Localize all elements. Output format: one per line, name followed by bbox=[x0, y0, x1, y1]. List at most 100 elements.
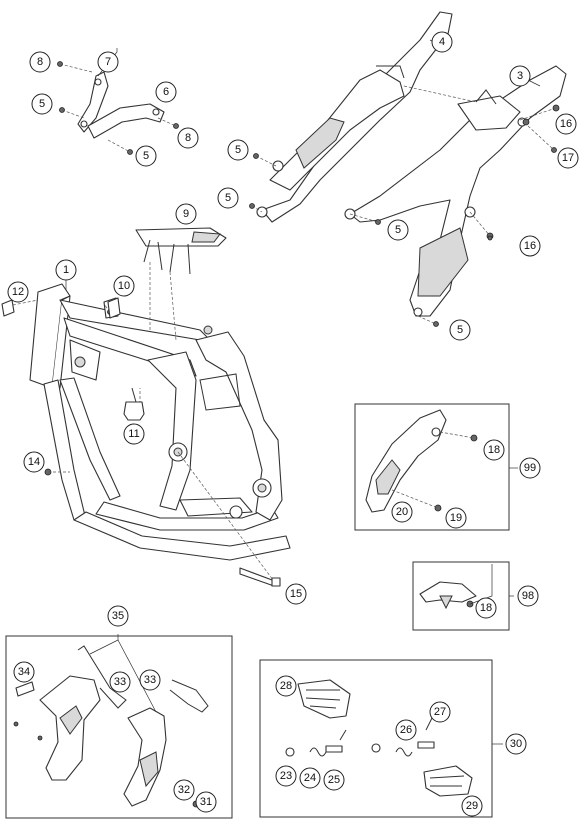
svg-text:12: 12 bbox=[12, 286, 24, 298]
callout-24: 24 bbox=[299, 767, 321, 789]
svg-text:18: 18 bbox=[488, 444, 500, 456]
callout-33a: 33 bbox=[109, 671, 131, 693]
svg-text:18: 18 bbox=[480, 602, 492, 614]
callout-6: 6 bbox=[155, 81, 177, 103]
svg-text:32: 32 bbox=[178, 784, 190, 796]
callout-17: 17 bbox=[557, 147, 579, 169]
callout-25: 25 bbox=[323, 769, 345, 791]
svg-text:5: 5 bbox=[143, 150, 149, 162]
callout-5f: 5 bbox=[449, 319, 471, 341]
svg-text:11: 11 bbox=[128, 428, 139, 440]
svg-text:8: 8 bbox=[37, 56, 43, 68]
svg-text:8: 8 bbox=[185, 132, 191, 144]
plate-9 bbox=[135, 227, 227, 275]
svg-text:10: 10 bbox=[118, 280, 130, 292]
svg-text:19: 19 bbox=[450, 512, 462, 524]
callout-19: 19 bbox=[445, 507, 467, 529]
svg-text:4: 4 bbox=[439, 36, 445, 48]
svg-text:33: 33 bbox=[144, 674, 156, 686]
footrest-28 bbox=[297, 679, 351, 719]
callout-16a: 16 bbox=[555, 113, 577, 135]
svg-text:31: 31 bbox=[200, 796, 212, 808]
callout-7: 7 bbox=[97, 51, 119, 73]
callout-11: 11 bbox=[123, 423, 145, 445]
svg-text:33: 33 bbox=[114, 676, 126, 688]
callout-99: 99 bbox=[519, 457, 541, 479]
svg-text:30: 30 bbox=[510, 738, 522, 750]
svg-text:5: 5 bbox=[457, 324, 463, 336]
callout-5a: 5 bbox=[31, 93, 53, 115]
callout-5b: 5 bbox=[135, 145, 157, 167]
callout-16b: 16 bbox=[519, 235, 541, 257]
svg-text:5: 5 bbox=[39, 98, 45, 110]
svg-text:5: 5 bbox=[225, 192, 231, 204]
callout-18b: 18 bbox=[475, 597, 497, 619]
callout-28: 28 bbox=[275, 675, 297, 697]
svg-text:5: 5 bbox=[395, 224, 401, 236]
subframe-right bbox=[344, 65, 567, 317]
callout-31: 31 bbox=[195, 791, 217, 813]
callout-29: 29 bbox=[461, 795, 483, 817]
svg-text:16: 16 bbox=[524, 240, 536, 252]
svg-text:14: 14 bbox=[28, 456, 40, 468]
svg-text:7: 7 bbox=[105, 56, 111, 68]
svg-text:35: 35 bbox=[112, 610, 124, 622]
svg-text:20: 20 bbox=[396, 506, 408, 518]
svg-text:26: 26 bbox=[400, 724, 412, 736]
kit-box-35 bbox=[5, 635, 233, 819]
svg-text:27: 27 bbox=[434, 706, 446, 718]
callout-8b: 8 bbox=[177, 127, 199, 149]
svg-text:23: 23 bbox=[280, 770, 292, 782]
svg-text:29: 29 bbox=[466, 800, 478, 812]
callout-4: 4 bbox=[431, 31, 453, 53]
callout-12: 12 bbox=[7, 281, 29, 303]
callout-1: 1 bbox=[55, 259, 77, 281]
callout-3: 3 bbox=[509, 65, 531, 87]
callout-5c: 5 bbox=[227, 139, 249, 161]
callout-15: 15 bbox=[285, 583, 307, 605]
callout-14: 14 bbox=[23, 451, 45, 473]
svg-text:25: 25 bbox=[328, 774, 340, 786]
svg-text:1: 1 bbox=[63, 264, 69, 276]
callout-18a: 18 bbox=[483, 439, 505, 461]
svg-text:5: 5 bbox=[235, 144, 241, 156]
svg-text:99: 99 bbox=[524, 462, 536, 474]
callout-34: 34 bbox=[13, 661, 35, 683]
footrest-29 bbox=[423, 765, 473, 797]
side-stand-bracket bbox=[365, 409, 478, 513]
svg-text:17: 17 bbox=[562, 152, 574, 164]
clip-12 bbox=[1, 299, 15, 317]
svg-text:3: 3 bbox=[517, 70, 523, 82]
callout-23: 23 bbox=[275, 765, 297, 787]
svg-text:16: 16 bbox=[560, 118, 572, 130]
kit-box-99 bbox=[354, 403, 510, 531]
svg-text:28: 28 bbox=[280, 680, 292, 692]
svg-text:15: 15 bbox=[290, 588, 302, 600]
svg-text:34: 34 bbox=[18, 666, 30, 678]
callout-8a: 8 bbox=[29, 51, 51, 73]
cables-33 bbox=[77, 645, 209, 713]
callout-5e: 5 bbox=[387, 219, 409, 241]
callout-27: 27 bbox=[429, 701, 451, 723]
svg-text:6: 6 bbox=[163, 86, 169, 98]
frame-protector-left bbox=[15, 675, 101, 781]
bumper-98 bbox=[419, 581, 477, 610]
main-frame bbox=[29, 283, 291, 561]
callout-5d: 5 bbox=[217, 187, 239, 209]
mount-bracket-6 bbox=[87, 103, 165, 139]
frame-protector-right bbox=[13, 707, 200, 808]
callout-26: 26 bbox=[395, 719, 417, 741]
svg-text:24: 24 bbox=[304, 772, 316, 784]
kit-box-30 bbox=[259, 659, 493, 818]
callout-20: 20 bbox=[391, 501, 413, 523]
clamp-11 bbox=[123, 387, 145, 421]
long-bolt-15 bbox=[239, 567, 281, 587]
callout-10: 10 bbox=[113, 275, 135, 297]
callout-30: 30 bbox=[505, 733, 527, 755]
callout-35: 35 bbox=[107, 605, 129, 627]
callout-9: 9 bbox=[175, 203, 197, 225]
callout-33b: 33 bbox=[139, 669, 161, 691]
svg-text:9: 9 bbox=[183, 208, 189, 220]
subframe-left bbox=[256, 11, 453, 223]
